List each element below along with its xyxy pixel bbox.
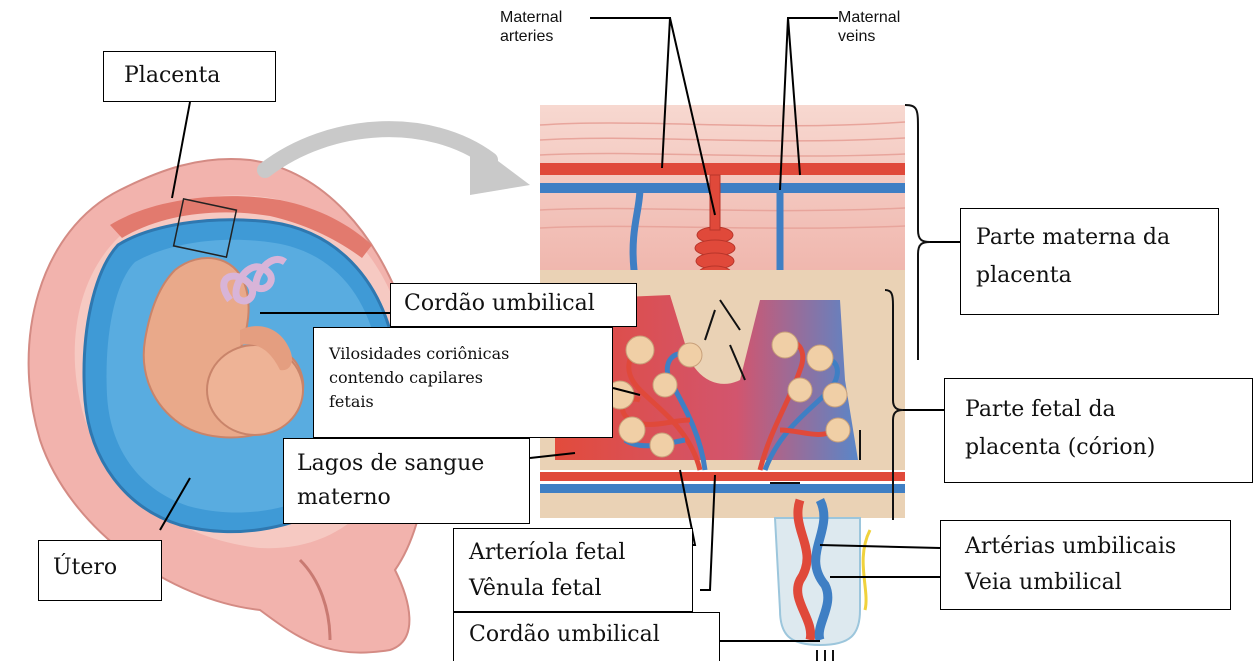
label-vilosidades: Vilosidades coriônicas contendo capilare… xyxy=(313,327,613,438)
maternal-arteries-label: Maternal arteries xyxy=(500,8,562,46)
label-utero: Útero xyxy=(38,540,162,601)
label-umbilical-vessels: Artérias umbilicais Veia umbilical xyxy=(940,520,1231,610)
maternal-veins-label: Maternal veins xyxy=(838,8,900,46)
label-arteriola-venula: Arteríola fetal Vênula fetal xyxy=(453,528,693,612)
maternal-vein-band xyxy=(540,183,905,193)
chorionic-artery xyxy=(540,472,905,481)
label-cordao-umbilical-bottom: Cordão umbilical xyxy=(453,612,720,661)
chorionic-plate xyxy=(540,493,905,518)
label-parte-materna: Parte materna da placenta xyxy=(960,208,1219,315)
zoom-arrow xyxy=(265,129,490,170)
label-arteriola-fetal: Arteríola fetal xyxy=(469,535,692,571)
label-placenta: Placenta xyxy=(103,51,276,102)
label-veia-umbilical: Veia umbilical xyxy=(965,565,1230,601)
label-lagos-sangue: Lagos de sangue materno xyxy=(283,438,530,524)
zoom-arrow-head xyxy=(470,140,530,195)
chorionic-vein xyxy=(540,484,905,493)
cord-yellow xyxy=(863,530,870,610)
label-parte-fetal: Parte fetal da placenta (córion) xyxy=(944,378,1253,483)
maternal-artery-band xyxy=(540,163,905,175)
label-cordao-umbilical-top: Cordão umbilical xyxy=(390,283,637,327)
bracket-maternal xyxy=(905,105,930,360)
label-arterias-umbilicais: Artérias umbilicais xyxy=(965,529,1230,565)
label-venula-fetal: Vênula fetal xyxy=(469,571,692,607)
